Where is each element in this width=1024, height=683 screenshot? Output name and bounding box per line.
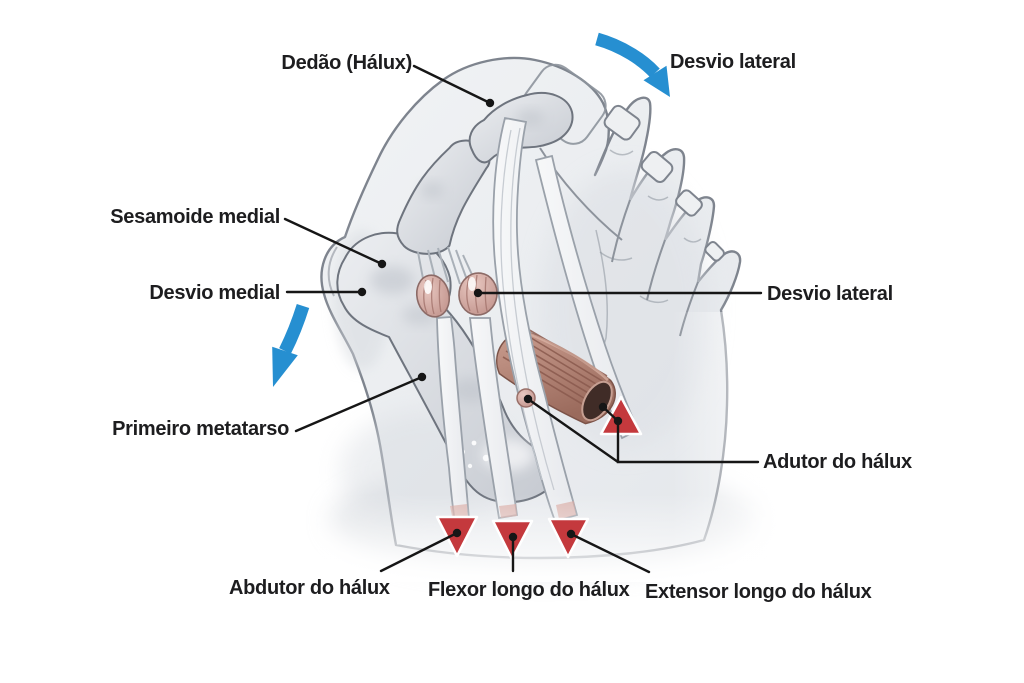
label-desvio-lateral-sesamoid: Desvio lateral	[767, 283, 893, 305]
leader-extensor	[569, 532, 651, 574]
label-extensor-longo-halux: Extensor longo do hálux	[645, 581, 872, 603]
tendons	[436, 154, 640, 524]
proximal-phalanx-bone	[396, 139, 491, 255]
lateral-deviation-arrow-icon	[595, 32, 670, 97]
label-desvio-medial: Desvio medial	[149, 282, 280, 304]
leader-dots	[357, 98, 623, 542]
label-flexor-longo-halux: Flexor longo do hálux	[428, 579, 630, 601]
label-adutor-halux: Adutor do hálux	[763, 451, 912, 473]
label-dedao-halux: Dedão (Hálux)	[281, 52, 412, 74]
leader-dedao	[412, 64, 492, 105]
label-abdutor-halux: Abdutor do hálux	[229, 577, 390, 599]
label-sesamoide-medial: Sesamoide medial	[110, 206, 280, 228]
label-primeiro-metatarso: Primeiro metatarso	[112, 418, 289, 440]
tendon-fibers	[500, 127, 555, 491]
toenails	[603, 104, 725, 262]
medial-sesamoid	[415, 274, 451, 318]
leader-adutor	[526, 397, 760, 464]
leader-sesamoide-medial	[283, 217, 384, 266]
fade-overlay-bottom	[318, 494, 794, 582]
medial-deviation-arrow-icon	[272, 304, 310, 387]
sesamoids	[415, 272, 498, 318]
leader-abdutor	[379, 531, 459, 573]
leader-lines	[283, 64, 763, 574]
label-desvio-lateral-top: Desvio lateral	[670, 51, 796, 73]
leader-primeiro-metatarso	[294, 375, 424, 433]
